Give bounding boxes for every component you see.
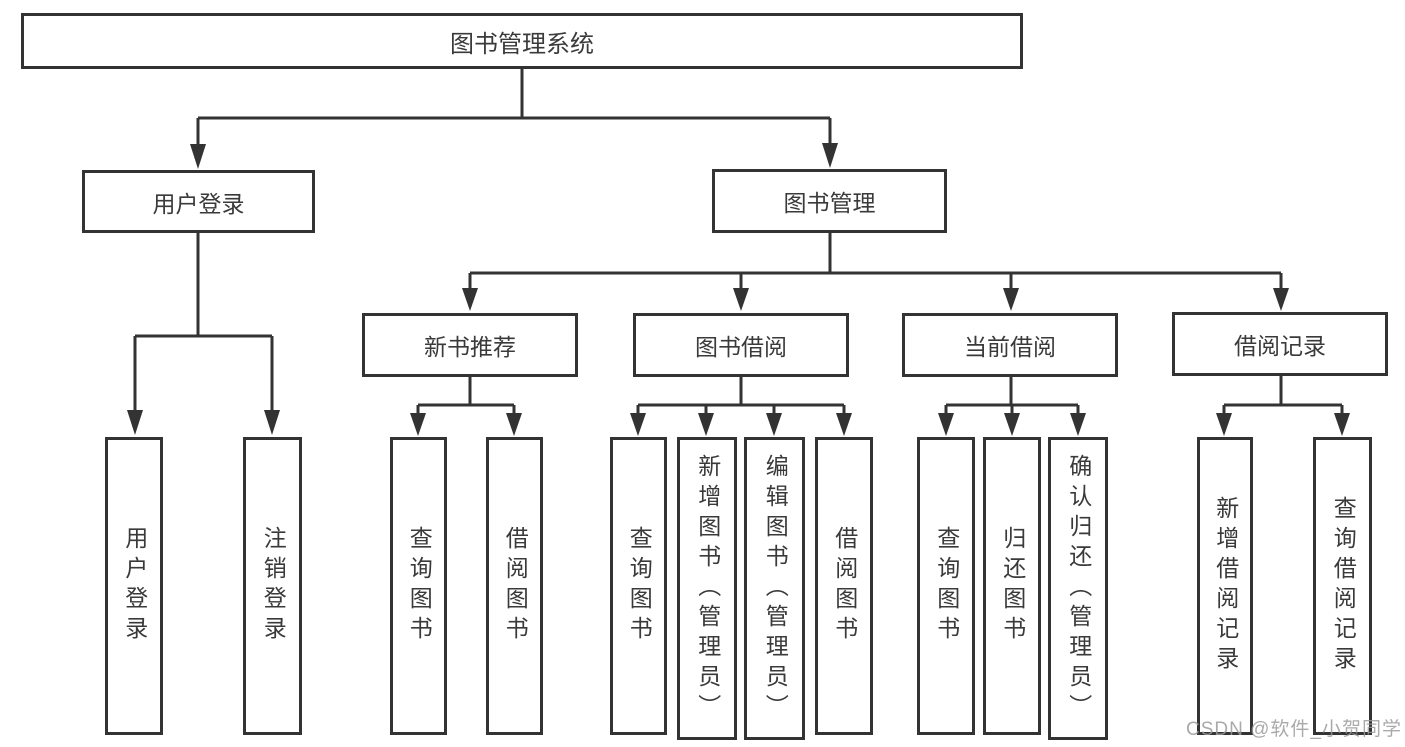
arrowhead-icon	[410, 413, 426, 436]
arrowhead-icon	[1216, 413, 1232, 436]
leaf-br-query-record: 查询借阅记录	[1313, 437, 1372, 735]
watermark: CSDN @软件_小贺同学	[1186, 719, 1402, 740]
leaf-cb-query-books-label: 查询图书	[933, 526, 960, 646]
arrowhead-icon	[1273, 288, 1289, 311]
connector-book-management	[468, 233, 1283, 290]
leaf-cb-confirm-return-admin-label: 确认归还（管理员）	[1065, 453, 1092, 724]
arrowhead-icon	[1003, 288, 1019, 311]
leaf-bb-borrow-books-label: 借阅图书	[831, 526, 858, 646]
leaf-nb-query-books: 查询图书	[390, 437, 447, 735]
leaf-bb-edit-books-admin-label: 编辑图书（管理员）	[762, 453, 789, 724]
leaf-nb-query-books-label: 查询图书	[406, 526, 433, 646]
arrowhead-icon	[836, 413, 852, 436]
leaf-bb-query-books-label: 查询图书	[626, 526, 653, 646]
node-user-login-label: 用户登录	[152, 190, 245, 217]
leaf-logout-label: 注销登录	[260, 526, 287, 646]
arrowhead-icon	[822, 143, 838, 168]
node-user-login: 用户登录	[82, 170, 315, 233]
arrowhead-icon	[190, 144, 206, 169]
connector-book-borrow	[636, 377, 846, 414]
arrowhead-icon	[938, 413, 954, 436]
node-book-borrow: 图书借阅	[633, 313, 849, 377]
arrowhead-icon	[733, 288, 749, 311]
connector-new-book-recommend	[416, 377, 516, 414]
arrowhead-icon	[462, 288, 478, 311]
node-root-label: 图书管理系统	[450, 30, 594, 58]
leaf-cb-return-books-label: 归还图书	[999, 526, 1026, 646]
leaf-logout: 注销登录	[243, 437, 302, 735]
arrowhead-icon	[698, 413, 714, 436]
arrowhead-icon	[264, 410, 280, 435]
leaf-bb-add-books-admin: 新增图书（管理员）	[677, 437, 737, 740]
node-root: 图书管理系统	[21, 13, 1023, 69]
leaf-br-query-record-label: 查询借阅记录	[1330, 496, 1357, 676]
connector-user-login	[133, 233, 274, 412]
node-book-management: 图书管理	[712, 169, 947, 233]
leaf-cb-query-books: 查询图书	[917, 437, 975, 735]
arrowhead-icon	[1334, 413, 1350, 436]
node-borrow-records-label: 借阅记录	[1234, 333, 1326, 359]
arrowhead-icon	[1070, 413, 1086, 436]
leaf-user-login-label: 用户登录	[121, 526, 148, 646]
leaf-cb-confirm-return-admin: 确认归还（管理员）	[1048, 437, 1108, 740]
arrowhead-icon	[766, 413, 782, 436]
arrowhead-icon	[506, 413, 522, 436]
connector-borrow-records	[1222, 376, 1344, 414]
arrowhead-icon	[630, 413, 646, 436]
connector-current-borrow	[944, 377, 1080, 414]
node-new-book-recommend-label: 新书推荐	[424, 334, 516, 360]
leaf-br-add-record: 新增借阅记录	[1197, 437, 1253, 735]
node-current-borrow-label: 当前借阅	[964, 334, 1056, 360]
leaf-cb-return-books: 归还图书	[983, 437, 1041, 735]
arrowhead-icons	[127, 143, 1350, 436]
leaf-bb-add-books-admin-label: 新增图书（管理员）	[694, 453, 721, 724]
node-book-management-label: 图书管理	[783, 190, 876, 216]
leaf-nb-borrow-books: 借阅图书	[486, 437, 543, 735]
leaf-bb-borrow-books: 借阅图书	[815, 437, 873, 735]
node-book-borrow-label: 图书借阅	[695, 334, 787, 360]
node-current-borrow: 当前借阅	[902, 313, 1118, 377]
leaf-user-login: 用户登录	[105, 437, 163, 735]
leaf-bb-query-books: 查询图书	[610, 437, 667, 735]
node-borrow-records: 借阅记录	[1172, 312, 1388, 376]
leaf-nb-borrow-books-label: 借阅图书	[502, 526, 529, 646]
arrowhead-icon	[127, 410, 143, 435]
node-new-book-recommend: 新书推荐	[362, 313, 578, 377]
leaf-br-add-record-label: 新增借阅记录	[1212, 496, 1239, 676]
connector-root	[196, 69, 832, 147]
leaf-bb-edit-books-admin: 编辑图书（管理员）	[744, 437, 805, 740]
arrowhead-icon	[1004, 413, 1020, 436]
